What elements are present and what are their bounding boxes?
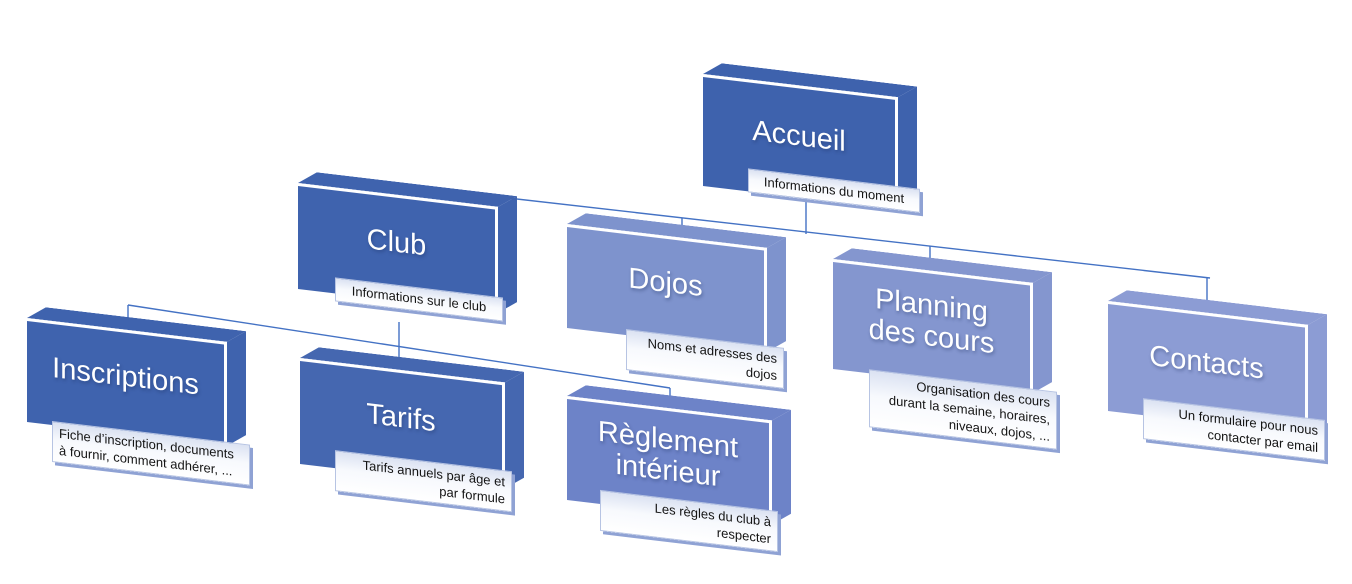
edge-accueil-rail bbox=[384, 183, 1211, 279]
node-title: Règlement intérieur bbox=[597, 415, 739, 493]
node-title: Planning des cours bbox=[868, 282, 995, 360]
node-title: Dojos bbox=[628, 262, 703, 304]
node-title: Inscriptions bbox=[52, 352, 199, 402]
node-title: Club bbox=[366, 223, 427, 263]
node-accueil: Accueil Informations du moment bbox=[703, 74, 920, 214]
node-inscriptions: Inscriptions Fiche d’inscription, docume… bbox=[27, 318, 250, 486]
node-title: Contacts bbox=[1149, 340, 1264, 386]
node-title: Accueil bbox=[752, 114, 846, 159]
node-title: Tarifs bbox=[366, 398, 436, 439]
